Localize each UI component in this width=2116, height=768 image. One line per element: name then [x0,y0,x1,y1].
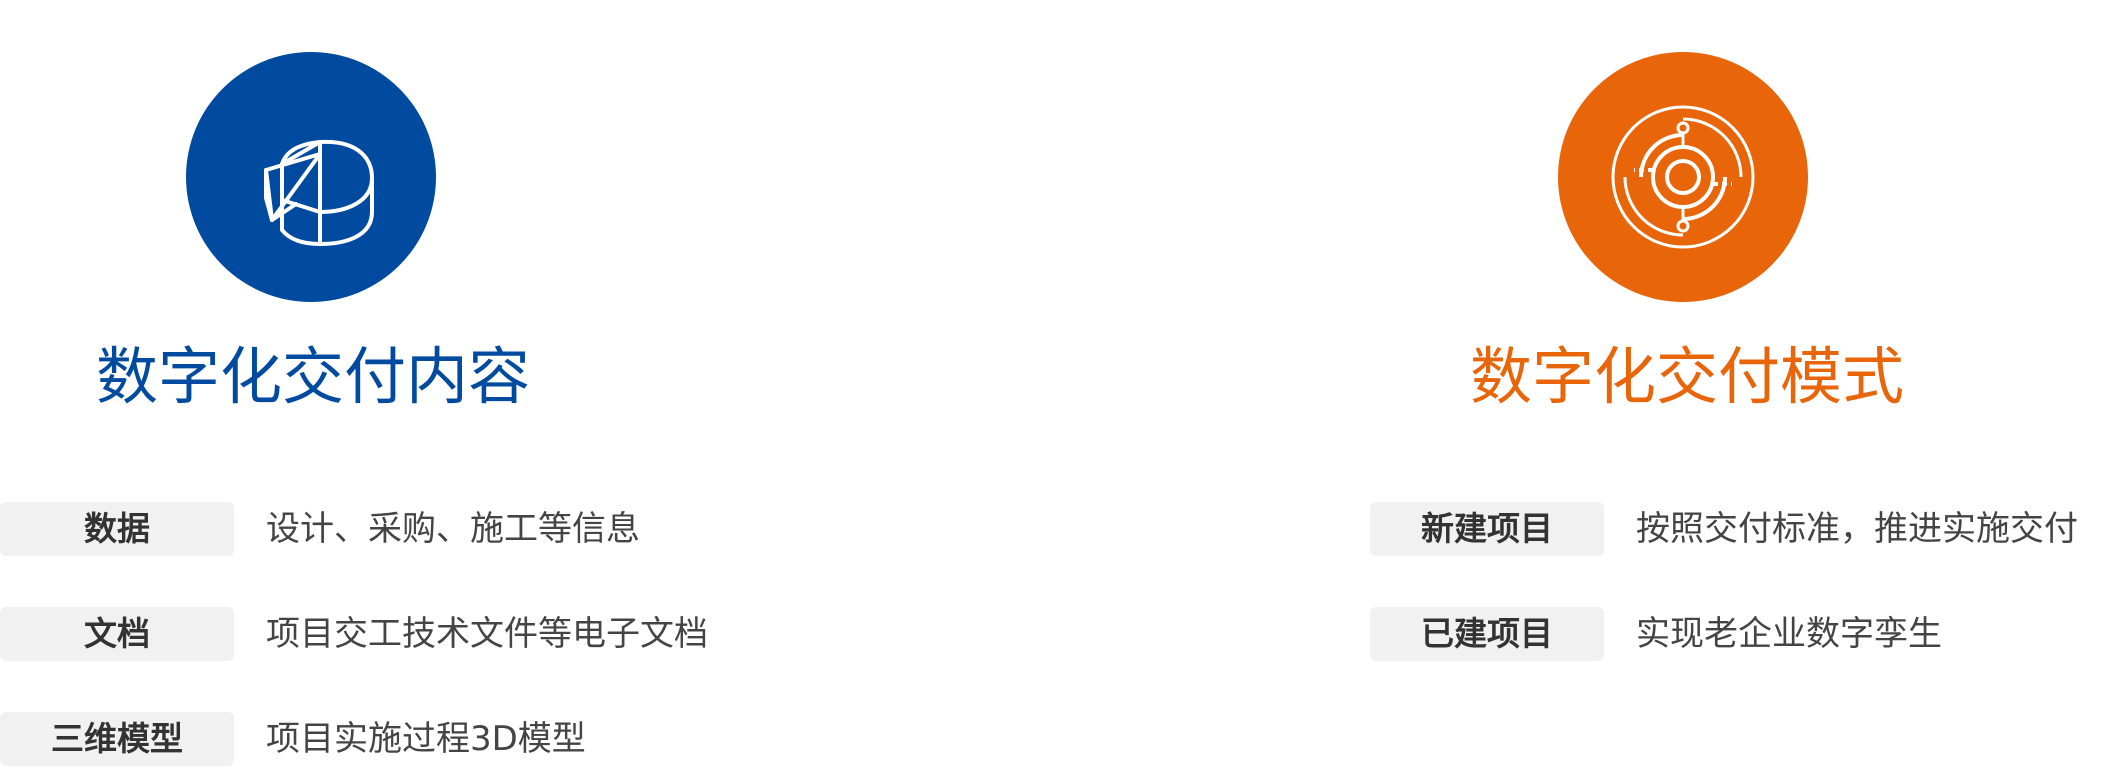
target-icon-circle [1558,52,1808,302]
item-description: 项目交工技术文件等电子文档 [266,614,708,654]
item-description: 按照交付标准，推进实施交付 [1636,509,2078,549]
item-description: 项目实施过程3D模型 [266,719,586,759]
delivery-mode-section: 数字化交付模式 新建项目 按照交付标准，推进实施交付 已建项目 实现老企业数字孪… [1370,0,2116,768]
target-orbit-icon [1611,105,1755,249]
pie-chart-3d-icon [264,139,374,246]
delivery-content-section: 数字化交付内容 数据 设计、采购、施工等信息 文档 项目交工技术文件等电子文档 … [0,0,1000,768]
item-description: 设计、采购、施工等信息 [266,509,640,549]
item-tag: 已建项目 [1370,607,1604,661]
delivery-content-title: 数字化交付内容 [96,340,531,413]
delivery-mode-title: 数字化交付模式 [1470,340,1905,413]
item-description: 实现老企业数字孪生 [1636,614,1942,654]
item-tag: 新建项目 [1370,502,1604,556]
item-tag: 数据 [0,502,234,556]
item-tag: 文档 [0,607,234,661]
pie-chart-icon-circle [186,52,436,302]
item-tag: 三维模型 [0,712,234,766]
